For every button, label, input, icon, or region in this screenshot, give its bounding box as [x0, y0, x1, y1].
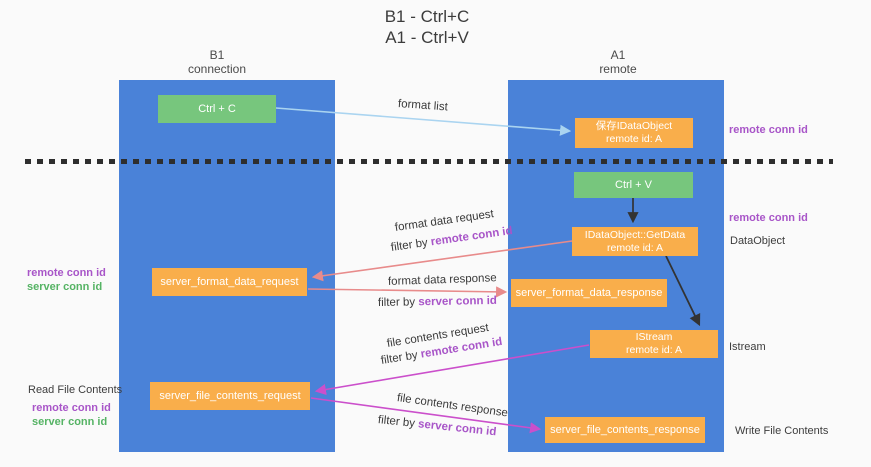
right-column-role: remote: [599, 62, 637, 76]
istream-box: IStream remote id: A: [590, 330, 718, 358]
format-data-response-label: format data response: [387, 272, 497, 288]
ctrl-v-box: Ctrl + V: [574, 172, 693, 198]
file-conn-id-notes: remote conn id server conn id: [32, 401, 111, 429]
server-file-contents-response-box: server_file_contents_response: [545, 417, 705, 443]
title-line-1: B1 - Ctrl+C: [384, 7, 470, 26]
dataobject-note: DataObject: [730, 235, 786, 247]
istream-note: Istream: [729, 341, 766, 353]
filter-by-text: filter by: [377, 414, 416, 430]
ctrl-v-label: Ctrl + V: [615, 178, 652, 191]
remote-conn-id-note-top: remote conn id: [729, 124, 808, 136]
server-format-data-request-box: server_format_data_request: [152, 268, 307, 296]
format-list-label: format list: [397, 98, 449, 114]
format-data-response-filter-label: filter by server conn id: [378, 295, 497, 309]
server-conn-id-text: server conn id: [418, 294, 497, 309]
server-file-contents-request-label: server_file_contents_request: [159, 389, 301, 402]
left-column-header: B1 connection: [137, 48, 297, 76]
read-file-contents-note: Read File Contents: [28, 384, 123, 396]
server-file-contents-response-label: server_file_contents_response: [550, 423, 700, 436]
remote-conn-id-note-mid: remote conn id: [729, 212, 808, 224]
save-idataobject-line1: 保存IDataObject: [595, 120, 673, 132]
getdata-line2: remote id: A: [606, 241, 664, 254]
format-response-arrow: [307, 286, 508, 298]
file-contents-response-label: file contents response: [396, 392, 509, 420]
filter-by-text: filter by: [390, 236, 429, 254]
ctrl-c-label: Ctrl + C: [198, 102, 236, 115]
left-column-role: connection: [187, 62, 247, 76]
copy-paste-separator: [25, 159, 833, 164]
server-file-contents-request-box: server_file_contents_request: [150, 382, 310, 410]
idataobject-getdata-box: IDataObject::GetData remote id: A: [572, 227, 698, 256]
server-format-data-response-label: server_format_data_response: [515, 286, 663, 299]
save-idataobject-box: 保存IDataObject remote id: A: [575, 118, 693, 148]
filter-by-text: filter by: [377, 296, 416, 309]
server-format-data-response-box: server_format_data_response: [511, 279, 667, 307]
istream-line2: remote id: A: [625, 344, 683, 356]
server-conn-id-text: server conn id: [417, 418, 497, 439]
write-file-contents-note: Write File Contents: [735, 425, 829, 437]
diagram-title: B1 - Ctrl+C A1 - Ctrl+V: [287, 6, 567, 48]
server-conn-id-note-left: server conn id: [27, 281, 103, 293]
right-column-header: A1 remote: [538, 48, 698, 76]
remote-conn-id-text: remote conn id: [430, 224, 514, 249]
ctrl-c-box: Ctrl + C: [158, 95, 276, 123]
server-format-data-request-label: server_format_data_request: [160, 275, 299, 288]
save-idataobject-line2: remote id: A: [605, 133, 663, 145]
remote-conn-id-note-left2: remote conn id: [32, 402, 111, 414]
istream-line1: IStream: [635, 331, 673, 343]
left-column-name: B1: [209, 48, 225, 62]
format-conn-id-notes: remote conn id server conn id: [27, 266, 106, 294]
remote-conn-id-note-left: remote conn id: [27, 267, 106, 279]
getdata-line1: IDataObject::GetData: [584, 228, 686, 241]
filter-by-text: filter by: [380, 349, 419, 367]
file-contents-response-filter-label: filter by server conn id: [377, 414, 497, 438]
title-line-2: A1 - Ctrl+V: [385, 28, 469, 47]
server-conn-id-note-left2: server conn id: [32, 416, 108, 428]
right-column-name: A1: [610, 48, 626, 62]
